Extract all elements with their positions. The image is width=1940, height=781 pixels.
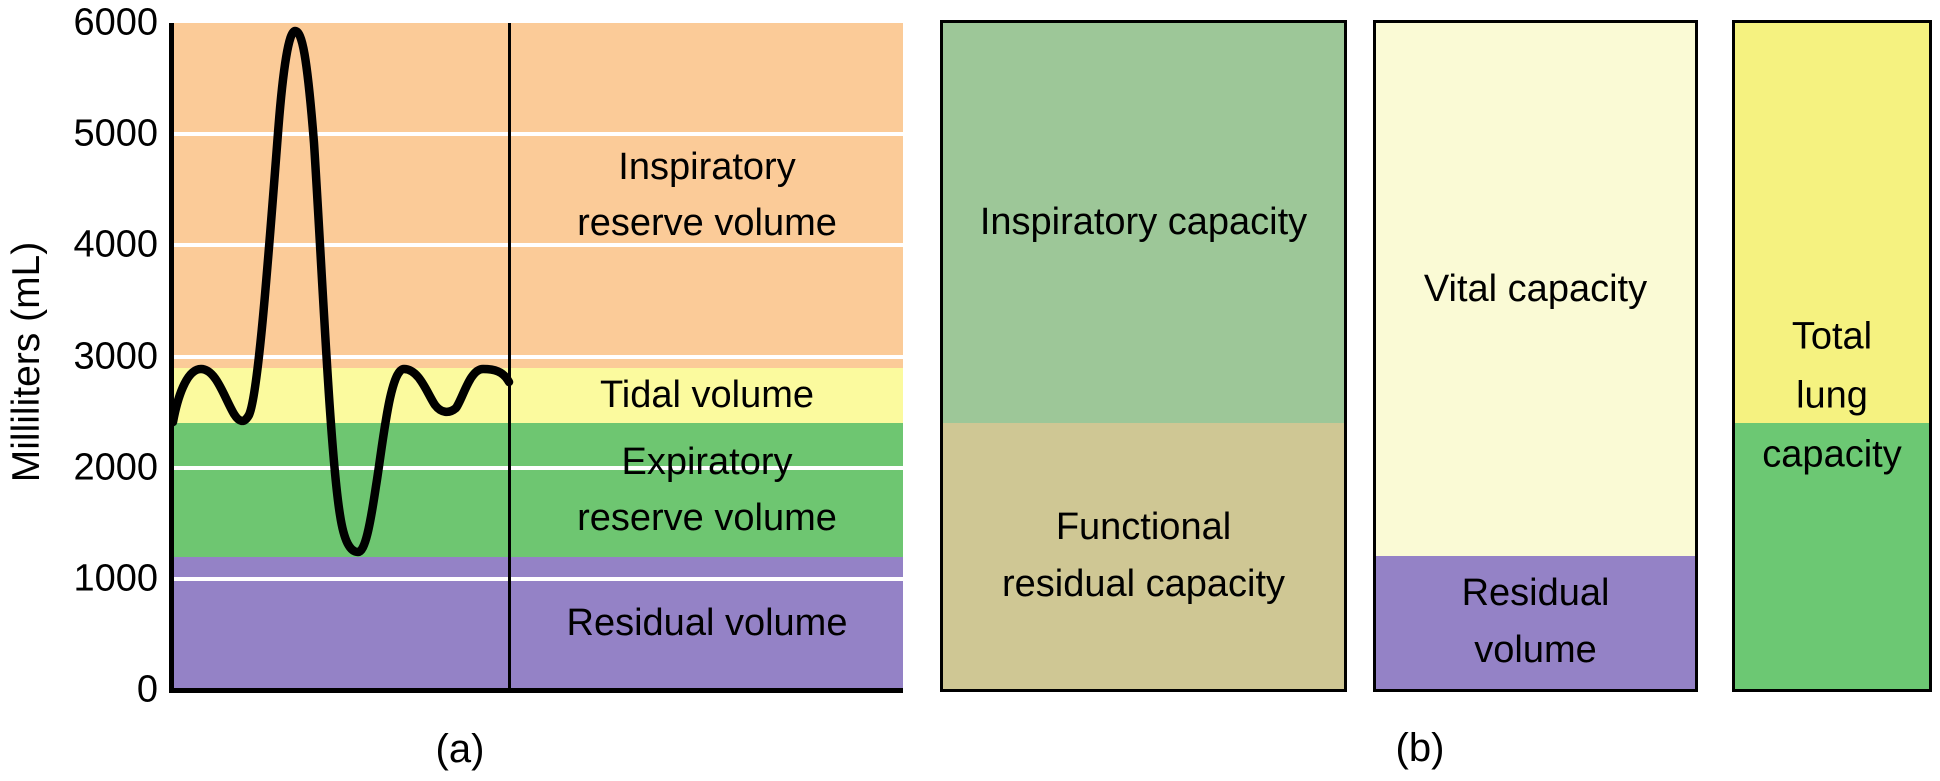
capacity-segment: Residual volume bbox=[1376, 555, 1695, 689]
label-line: Residual bbox=[1461, 572, 1610, 615]
capacity-bar-inner: Total lung capacity bbox=[1735, 23, 1929, 689]
capacity-segment bbox=[1735, 422, 1929, 689]
panel-divider-line bbox=[508, 23, 511, 690]
volume-band-label: Expiratory reserve volume bbox=[511, 434, 903, 546]
caption-panel-b: (b) bbox=[1395, 726, 1445, 770]
capacity-bar-total-lung: Total lung capacity bbox=[1732, 20, 1932, 692]
gridline bbox=[173, 132, 903, 137]
label-line: Tidal volume bbox=[599, 374, 814, 417]
y-axis-tick-label: 3000 bbox=[73, 335, 158, 377]
spirogram-trace-path bbox=[173, 26, 514, 557]
y-axis-tick-label: 6000 bbox=[73, 1, 158, 44]
y-axis-tick-label: 0 bbox=[136, 668, 158, 711]
capacity-segment bbox=[1735, 23, 1929, 423]
label-line: volume bbox=[1474, 629, 1597, 672]
gridline bbox=[173, 465, 903, 470]
y-axis-tick-label: 5000 bbox=[73, 112, 158, 155]
label-line: reserve volume bbox=[577, 496, 837, 539]
volume-band-label: Inspiratory reserve volume bbox=[511, 139, 903, 251]
label-line: Inspiratory capacity bbox=[979, 201, 1308, 244]
label-line: capacity bbox=[1762, 433, 1902, 476]
label-line: residual capacity bbox=[1001, 562, 1286, 605]
gridline bbox=[173, 576, 903, 581]
gridline bbox=[173, 354, 903, 359]
y-axis-tick-label: 4000 bbox=[73, 223, 158, 266]
label-line: Inspiratory bbox=[618, 146, 796, 189]
label-line: Vital capacity bbox=[1423, 267, 1648, 310]
capacity-bar-overlay-label: Total lung capacity bbox=[1735, 307, 1929, 484]
y-axis-line bbox=[169, 23, 174, 693]
label-line: Functional bbox=[1055, 505, 1232, 548]
capacity-segment: Functional residual capacity bbox=[943, 422, 1344, 689]
label-line: Residual volume bbox=[566, 602, 848, 645]
volume-band bbox=[173, 367, 903, 424]
volume-band-label: Tidal volume bbox=[511, 367, 903, 423]
capacity-segment: Vital capacity bbox=[1376, 23, 1695, 556]
spirogram-trace bbox=[173, 26, 514, 557]
y-axis-tick-label: 2000 bbox=[73, 446, 158, 489]
volume-band bbox=[173, 23, 903, 368]
label-line: reserve volume bbox=[577, 202, 837, 245]
gridline bbox=[173, 243, 903, 248]
x-axis-line bbox=[169, 688, 903, 693]
label-line: Expiratory bbox=[621, 440, 793, 483]
capacity-segment: Inspiratory capacity bbox=[943, 23, 1344, 423]
label-line: lung bbox=[1796, 374, 1868, 417]
y-axis-tick-labels: 6000 5000 4000 3000 2000 1000 0 bbox=[0, 2, 158, 711]
label-line: Total bbox=[1791, 315, 1873, 358]
volume-band-label: Residual volume bbox=[511, 595, 903, 651]
volume-band bbox=[173, 423, 903, 557]
caption-panel-a: (a) bbox=[435, 727, 485, 771]
y-axis-tick-label: 1000 bbox=[73, 557, 158, 600]
